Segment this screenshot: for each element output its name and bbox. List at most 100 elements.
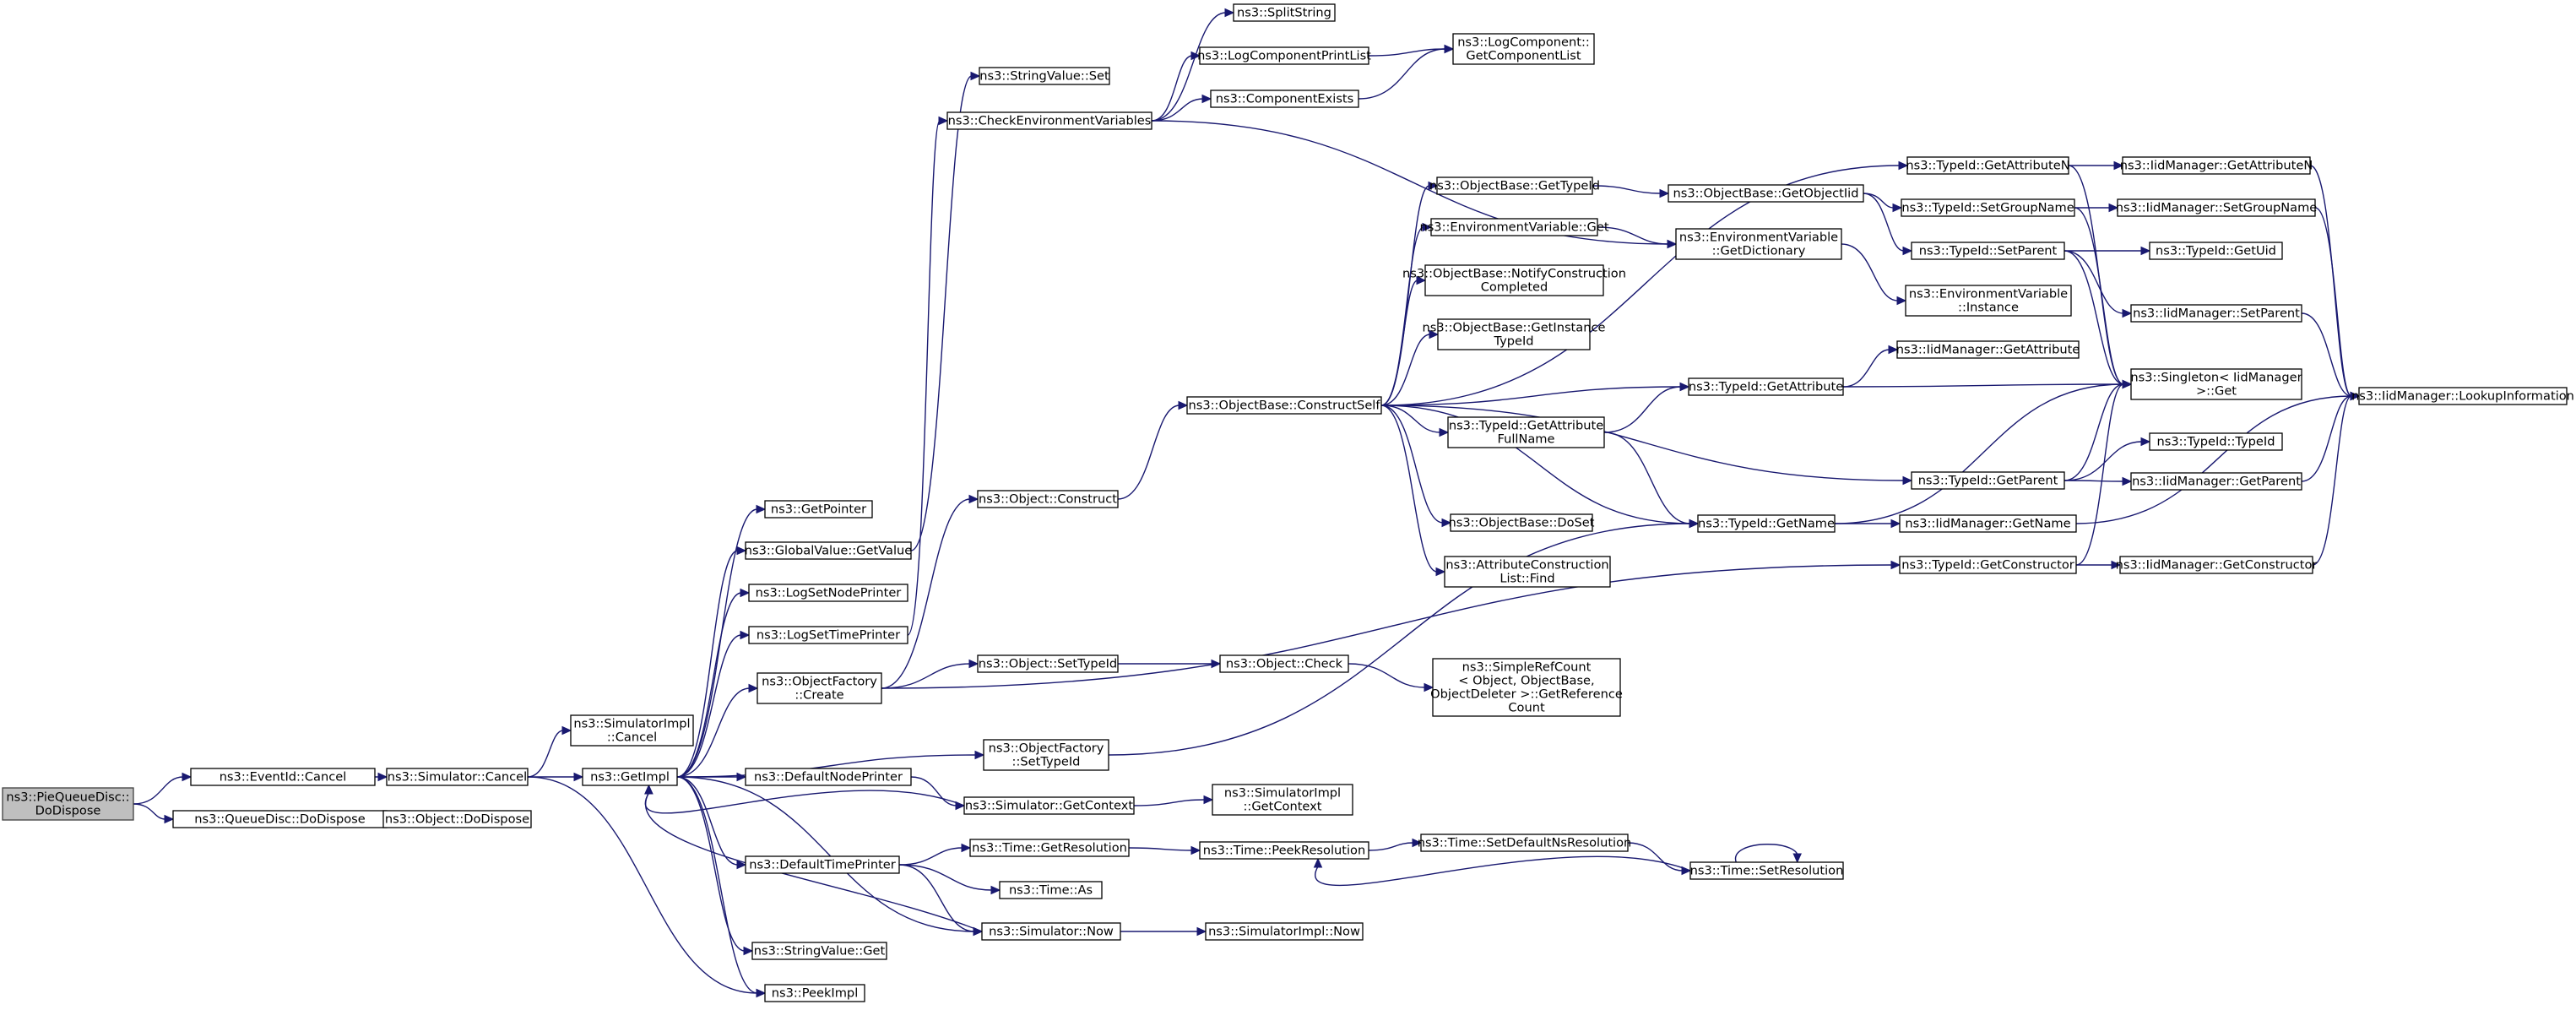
- node-box: [748, 626, 908, 644]
- edge-obgetobjiid-to-tidsetparent: [1863, 193, 1905, 252]
- node-srcount[interactable]: ns3::SimpleRefCount< Object, ObjectBase,…: [1430, 658, 1623, 717]
- node-tidgetuid[interactable]: ns3::TypeId::GetUid: [2149, 242, 2283, 260]
- node-simcancel[interactable]: ns3::Simulator::Cancel: [386, 768, 529, 786]
- edge-objbcs-to-acfind: [1380, 405, 1438, 573]
- node-box: [1205, 922, 1364, 941]
- node-peekimpl[interactable]: ns3::PeekImpl: [764, 984, 865, 1002]
- node-pq[interactable]: ns3::PieQueueDisc::DoDispose: [2, 787, 134, 821]
- node-timeas[interactable]: ns3::Time::As: [999, 881, 1103, 899]
- node-envinstance[interactable]: ns3::EnvironmentVariable::Instance: [1905, 285, 2072, 317]
- node-compexists[interactable]: ns3::ComponentExists: [1210, 90, 1359, 108]
- node-simgetctx[interactable]: ns3::Simulator::GetContext: [963, 796, 1135, 815]
- node-objcheck[interactable]: ns3::Object::Check: [1219, 654, 1349, 673]
- node-defnode[interactable]: ns3::DefaultNodePrinter: [745, 768, 912, 786]
- node-splitstring[interactable]: ns3::SplitString: [1233, 3, 1336, 22]
- node-obnotify[interactable]: ns3::ObjectBase::NotifyConstructionCompl…: [1402, 264, 1626, 296]
- node-timegetres[interactable]: ns3::Time::GetResolution: [969, 839, 1130, 857]
- node-box: [2130, 472, 2302, 491]
- node-getimpl[interactable]: ns3::GetImpl: [582, 768, 678, 786]
- node-timesetdefns[interactable]: ns3::Time::SetDefaultNsResolution: [1418, 834, 1632, 852]
- node-label: ns3::EnvironmentVariable::Get: [1419, 220, 1608, 235]
- node-simnow[interactable]: ns3::Simulator::Now: [981, 922, 1121, 941]
- node-tidgetattrn[interactable]: ns3::TypeId::GetAttributeN: [1906, 156, 2070, 175]
- node-iidlookup[interactable]: ns3::IidManager::LookupInformation: [2351, 387, 2574, 405]
- edge-arrowhead: [377, 772, 388, 782]
- node-label: ns3::ComponentExists: [1216, 92, 1354, 106]
- node-checkenv[interactable]: ns3::CheckEnvironmentVariables: [946, 111, 1152, 130]
- edge-defnode-to-simgetctx: [910, 776, 957, 806]
- node-ofcreate[interactable]: ns3::ObjectFactory::Create: [757, 672, 882, 704]
- node-iidgetctor[interactable]: ns3::IidManager::GetConstructor: [2116, 556, 2318, 574]
- node-box: [1447, 416, 1605, 448]
- node-tidtypeid[interactable]: ns3::TypeId::TypeId: [2149, 432, 2283, 451]
- call-edges: [133, 8, 2361, 998]
- node-deftime[interactable]: ns3::DefaultTimePrinter: [745, 855, 900, 874]
- node-label: ns3::ObjectBase::GetTypeId: [1429, 179, 1600, 193]
- node-svget[interactable]: ns3::StringValue::Get: [751, 942, 887, 960]
- node-simimplcancel[interactable]: ns3::SimulatorImpl::Cancel: [570, 714, 694, 747]
- node-label: ns3::Simulator::Now: [989, 925, 1114, 939]
- node-objconstruct[interactable]: ns3::Object::Construct: [977, 490, 1119, 508]
- node-objsettypeid[interactable]: ns3::Object::SetTypeId: [977, 654, 1119, 673]
- node-simimplnow[interactable]: ns3::SimulatorImpl::Now: [1205, 922, 1364, 941]
- node-iidgetattr[interactable]: ns3::IidManager::GetAttribute: [1896, 340, 2080, 359]
- edge-arrowhead: [736, 860, 747, 870]
- node-tidsetparent[interactable]: ns3::TypeId::SetParent: [1911, 242, 2065, 260]
- node-objdisp[interactable]: ns3::Object::DoDispose: [382, 810, 532, 828]
- node-iidgetname[interactable]: ns3::IidManager::GetName: [1899, 514, 2077, 533]
- node-singleton[interactable]: ns3::Singleton< IidManager >::Get: [2130, 368, 2302, 400]
- node-label: ns3::ObjectBase::DoSet: [1448, 516, 1594, 530]
- node-label: ns3::Time::GetResolution: [972, 841, 1127, 855]
- node-iidsetparent[interactable]: ns3::IidManager::SetParent: [2130, 304, 2302, 323]
- edge-tidgetparent-to-tidtypeid: [2064, 441, 2143, 481]
- node-logcompprint[interactable]: ns3::LogComponentPrintList: [1197, 46, 1371, 65]
- node-logcompgetlist[interactable]: ns3::LogComponent::GetComponentList: [1452, 33, 1595, 65]
- edge-getimpl-to-ofsettypeid: [676, 754, 977, 778]
- node-label: ns3::ObjectFactory: [989, 741, 1104, 756]
- node-label: ns3::Time::As: [1009, 883, 1093, 898]
- node-box: [2119, 556, 2313, 574]
- node-tidgetctor[interactable]: ns3::TypeId::GetConstructor: [1899, 556, 2077, 574]
- edge-arrowhead: [740, 588, 751, 598]
- edge-arrowhead: [2122, 379, 2133, 389]
- node-iidgetattrn[interactable]: ns3::IidManager::GetAttributeN: [2120, 156, 2313, 175]
- node-logsetnode[interactable]: ns3::LogSetNodePrinter: [748, 584, 908, 602]
- node-envgetdict[interactable]: ns3::EnvironmentVariable::GetDictionary: [1675, 228, 1842, 260]
- node-tidgetname[interactable]: ns3::TypeId::GetName: [1697, 514, 1836, 533]
- node-simimplctx[interactable]: ns3::SimulatorImpl::GetContext: [1212, 784, 1353, 816]
- node-label: ns3::IidManager::SetParent: [2133, 307, 2300, 321]
- edge-ofsettypeid-to-tidgetname: [1108, 523, 1691, 756]
- node-iidgetparent[interactable]: ns3::IidManager::GetParent: [2130, 472, 2302, 491]
- node-evcancel[interactable]: ns3::EventId::Cancel: [190, 768, 376, 786]
- node-ofsettypeid[interactable]: ns3::ObjectFactory::SetTypeId: [983, 739, 1109, 771]
- node-box: [2149, 432, 2283, 451]
- node-obgettypeid[interactable]: ns3::ObjectBase::GetTypeId: [1429, 176, 1600, 195]
- edge-arrowhead: [1689, 519, 1700, 529]
- node-envget[interactable]: ns3::EnvironmentVariable::Get: [1419, 218, 1609, 236]
- node-svset[interactable]: ns3::StringValue::Set: [979, 67, 1110, 85]
- node-label: ::Cancel: [607, 730, 657, 745]
- node-box: [1199, 46, 1369, 65]
- node-timepeek[interactable]: ns3::Time::PeekResolution: [1199, 841, 1369, 860]
- node-label: ns3::IidManager::GetParent: [2132, 475, 2301, 489]
- node-timesetres[interactable]: ns3::Time::SetResolution: [1689, 861, 1844, 880]
- edge-arrowhead: [1888, 345, 1899, 355]
- node-gvgetvalue[interactable]: ns3::GlobalValue::GetValue: [745, 541, 913, 560]
- node-obgetobjiid[interactable]: ns3::ObjectBase::GetObjectIid: [1668, 184, 1864, 203]
- node-box: [190, 768, 376, 786]
- node-objbcs[interactable]: ns3::ObjectBase::ConstructSelf: [1186, 396, 1382, 415]
- node-label: ns3::IidManager::GetConstructor: [2116, 558, 2318, 573]
- node-tidsetgroup[interactable]: ns3::TypeId::SetGroupName: [1901, 198, 2075, 217]
- node-tidgetattr[interactable]: ns3::TypeId::GetAttribute: [1688, 377, 1844, 396]
- node-qddisp[interactable]: ns3::QueueDisc::DoDispose: [172, 810, 388, 828]
- node-box: [1436, 176, 1593, 195]
- node-iidsetgroup[interactable]: ns3::IidManager::SetGroupName: [2116, 198, 2318, 217]
- node-getpointer[interactable]: ns3::GetPointer: [764, 500, 873, 519]
- node-tidgetparent[interactable]: ns3::TypeId::GetParent: [1911, 471, 2065, 490]
- edge-arrowhead: [736, 772, 747, 782]
- node-obdoset[interactable]: ns3::ObjectBase::DoSet: [1448, 513, 1595, 532]
- node-logsettime[interactable]: ns3::LogSetTimePrinter: [748, 626, 908, 644]
